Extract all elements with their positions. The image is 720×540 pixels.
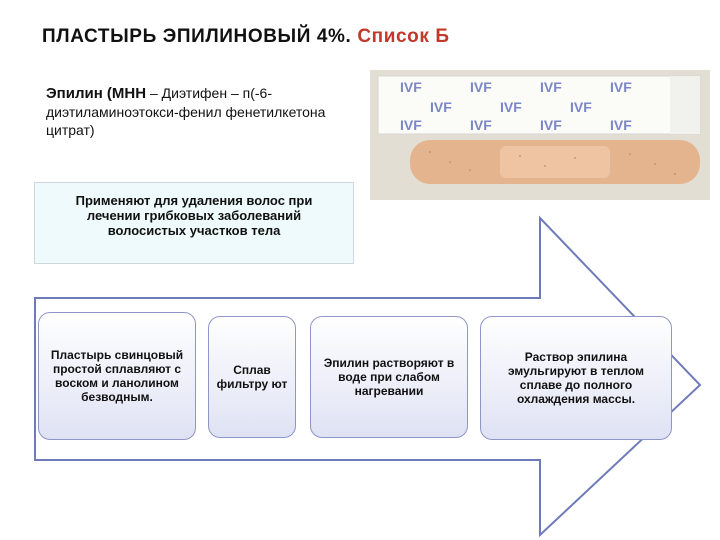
- slide-title: ПЛАСТЫРЬ ЭПИЛИНОВЫЙ 4%. Список Б: [42, 26, 450, 48]
- plaster-photo: IVF IVF IVF IVF IVF IVF IVF IVF IVF IVF …: [370, 70, 710, 200]
- brand-mark: IVF: [610, 117, 632, 133]
- step-2: Сплав фильтру ют: [208, 316, 296, 438]
- brand-mark: IVF: [610, 79, 632, 95]
- plaster-illustration: IVF IVF IVF IVF IVF IVF IVF IVF IVF IVF …: [370, 70, 710, 200]
- brand-mark: IVF: [500, 99, 522, 115]
- drug-name: Эпилин (МНН: [46, 85, 147, 102]
- title-main: ПЛАСТЫРЬ ЭПИЛИНОВЫЙ 4%.: [42, 26, 352, 47]
- brand-mark: IVF: [400, 117, 422, 133]
- drug-chemical-name: – Диэтифен – п(-6-диэтиламиноэтокси-фени…: [46, 85, 326, 138]
- drug-description: Эпилин (МНН – Диэтифен – п(-6-диэтиламин…: [46, 84, 366, 139]
- application-box: Применяют для удаления волос при лечении…: [34, 182, 354, 264]
- brand-mark: IVF: [470, 117, 492, 133]
- step-3: Эпилин растворяют в воде при слабом нагр…: [310, 316, 468, 438]
- brand-mark: IVF: [430, 99, 452, 115]
- step-4: Раствор эпилина эмульгируют в теплом спл…: [480, 316, 672, 440]
- title-list: Список Б: [357, 26, 450, 47]
- brand-mark: IVF: [400, 79, 422, 95]
- brand-mark: IVF: [470, 79, 492, 95]
- brand-mark: IVF: [570, 99, 592, 115]
- brand-mark: IVF: [540, 79, 562, 95]
- step-1: Пластырь свинцовый простой сплавляют с в…: [38, 312, 196, 440]
- brand-mark: IVF: [540, 117, 562, 133]
